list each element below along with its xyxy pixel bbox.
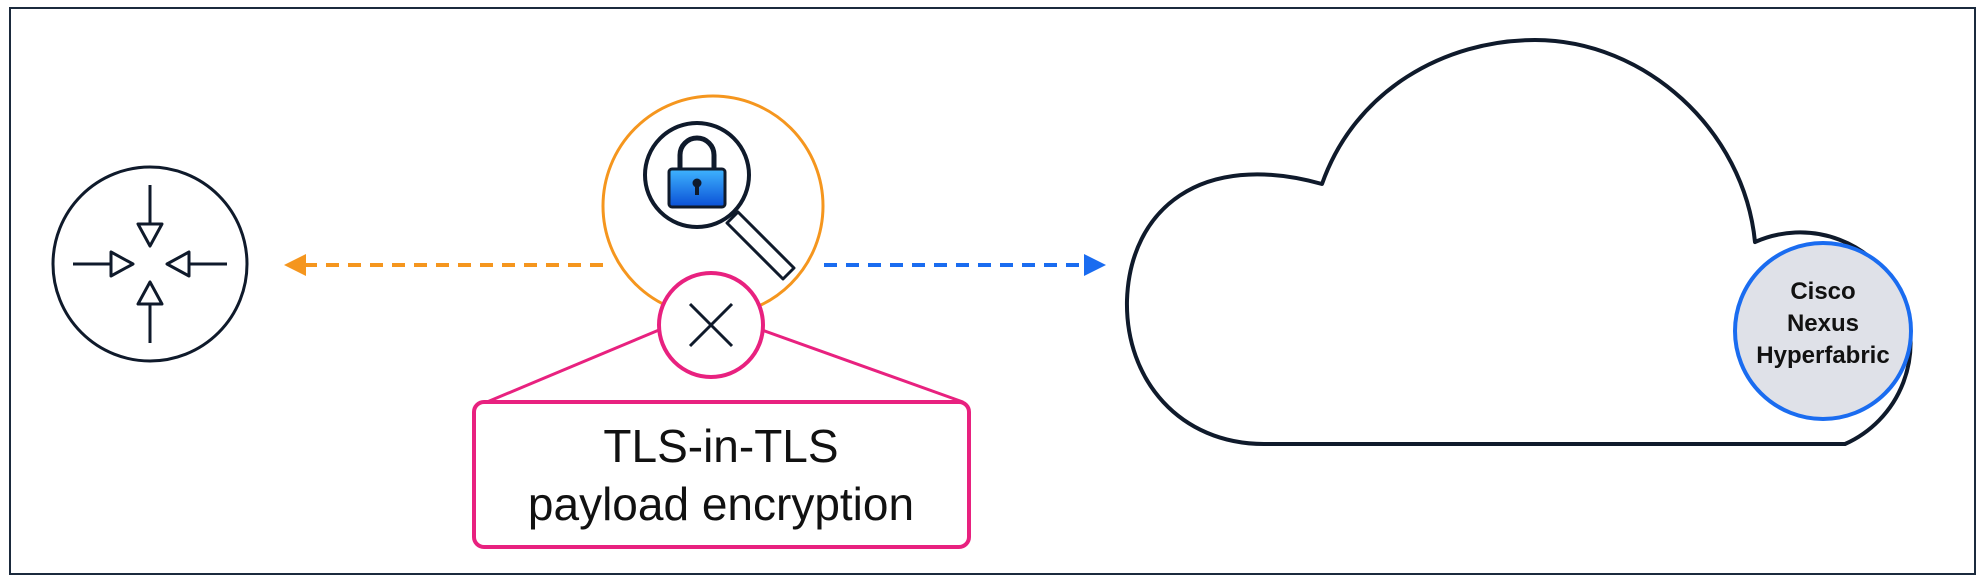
orange-dashed-arrow	[284, 254, 603, 276]
hyperfabric-node	[1733, 241, 1913, 421]
hyperfabric-label: Cisco Nexus Hyperfabric	[1733, 276, 1913, 372]
diagram-frame	[9, 7, 1976, 575]
hyperfabric-line-2: Nexus	[1786, 310, 1860, 337]
blue-dashed-arrow	[824, 254, 1106, 276]
callout-label: TLS-in-TLS payload encryption	[476, 407, 966, 543]
hyperfabric-line-1: Cisco	[1790, 278, 1856, 305]
router-icon	[51, 165, 249, 363]
hyperfabric-line-3: Hyperfabric	[1756, 342, 1890, 369]
callout-line-2: payload encryption	[527, 478, 915, 530]
callout-box	[472, 400, 971, 549]
lock-magnifier-icon	[643, 121, 796, 281]
close-icon	[657, 271, 765, 379]
callout-connectors	[486, 328, 964, 404]
callout-line-1: TLS-in-TLS	[603, 420, 839, 472]
